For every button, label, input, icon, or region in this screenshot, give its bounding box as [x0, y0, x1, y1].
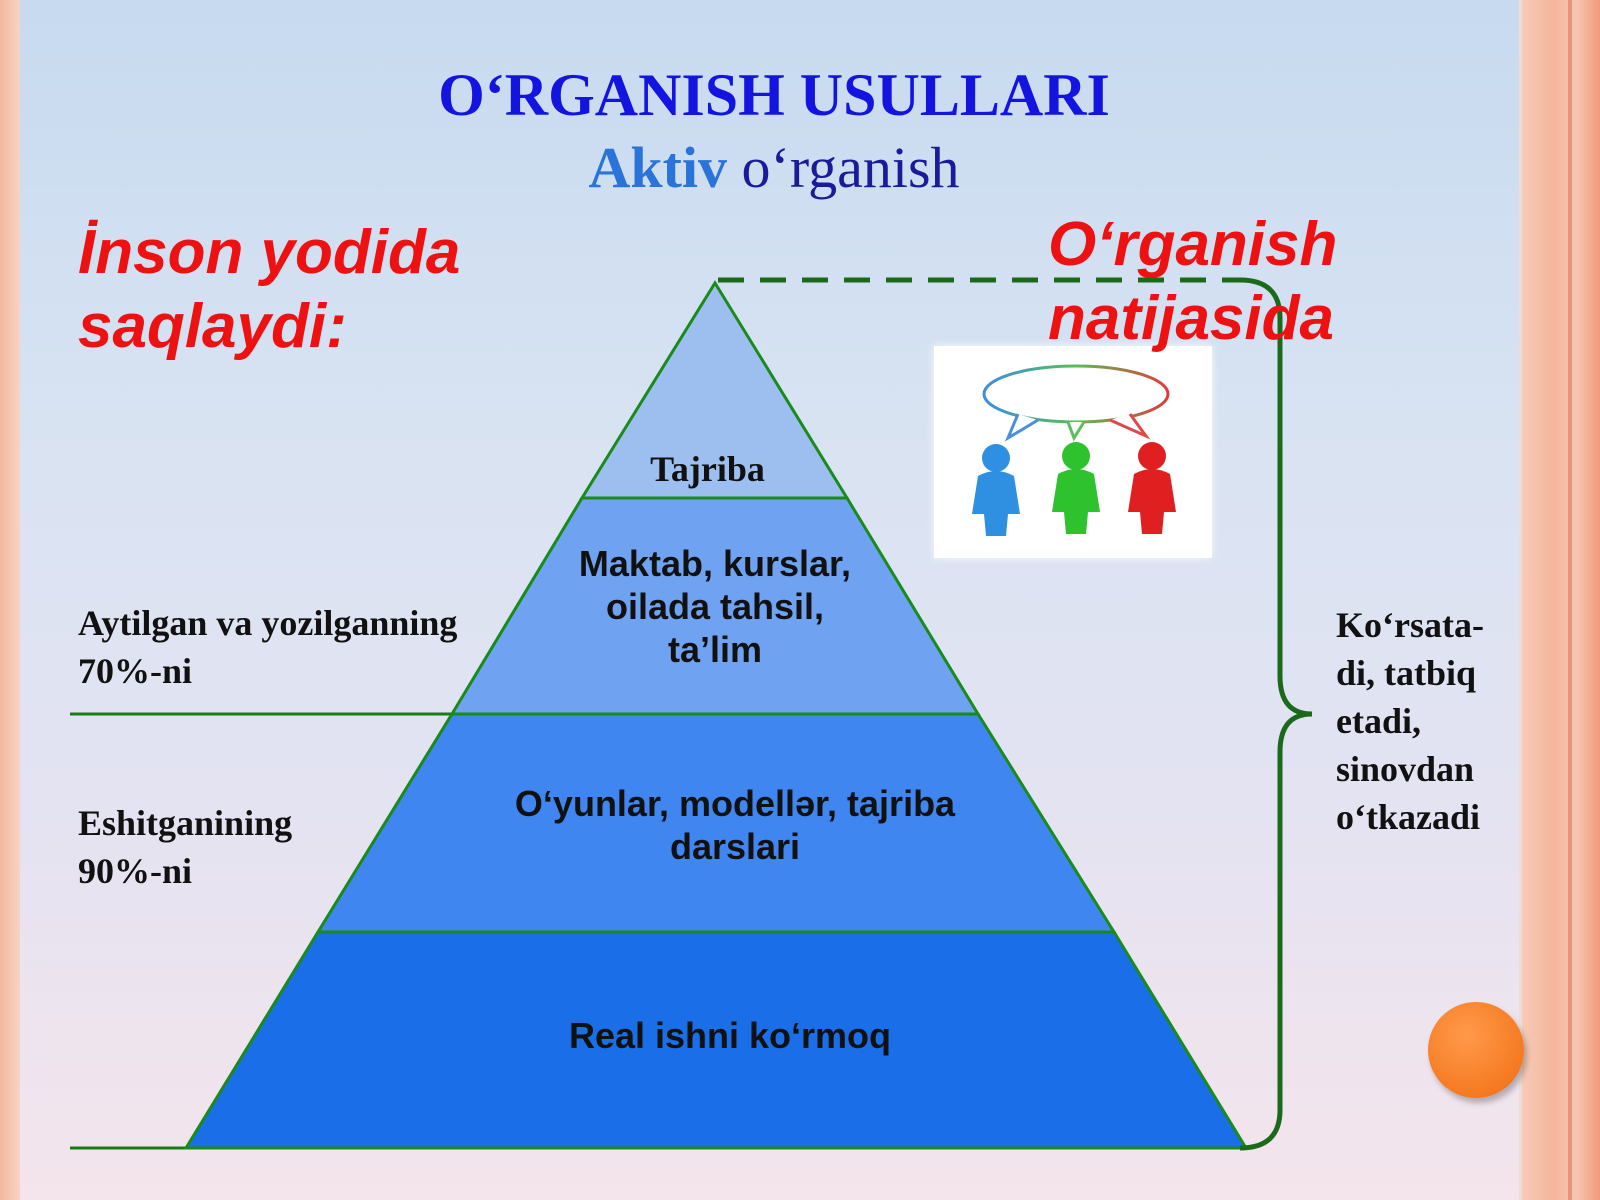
- tier-1-line-1: Tajriba: [650, 449, 765, 489]
- subtitle-accent: Aktiv: [588, 135, 728, 200]
- retention-upper-line-1: Aytilgan va yozilganning: [78, 603, 458, 643]
- tier-4-label: Real ishni ko‘rmoq: [430, 1014, 1030, 1057]
- left-heading: İnson yodida saqlaydi:: [78, 216, 460, 365]
- result-line-1: Ko‘rsata-: [1336, 605, 1484, 645]
- right-heading: O‘rganish natijasida: [1048, 208, 1337, 357]
- green-person-icon: [1052, 442, 1100, 534]
- tier-2-line-1: Maktab, kurslar,: [578, 543, 852, 584]
- slide-subtitle: Aktiv o‘rganish: [0, 136, 1548, 200]
- speech-bubble-icon: [982, 364, 1170, 424]
- red-person-icon: [1128, 442, 1176, 534]
- subtitle-rest: o‘rganish: [727, 135, 960, 200]
- retention-lower-line-2: 90%-ni: [78, 850, 193, 891]
- right-heading-line-2: natijasida: [1048, 284, 1334, 354]
- left-decorative-stripe: [0, 0, 20, 1200]
- retention-lower-label: Eshitganining 90%-ni: [78, 800, 292, 896]
- right-heading-line-1: O‘rganish: [1048, 210, 1338, 279]
- retention-upper-label: Aytilgan va yozilganning 70%-ni: [78, 600, 457, 696]
- tier-3-label: O‘yunlar, modellər, tajriba darslari: [440, 782, 1030, 868]
- speech-tail-right: [1109, 413, 1151, 440]
- right-decorative-stripe: [1519, 0, 1600, 1200]
- tier-3-line-1: O‘yunlar, modellər, tajriba: [514, 783, 956, 824]
- right-decorative-line: [1568, 0, 1572, 1200]
- result-line-2: di, tatbiq: [1336, 652, 1477, 693]
- result-line-3: etadi,: [1336, 700, 1421, 741]
- retention-upper-line-2: 70%-ni: [78, 650, 193, 691]
- three-people-talking-icon: [934, 346, 1212, 558]
- tier-3-line-2: darslari: [669, 826, 801, 868]
- tier-2-label: Maktab, kurslar, oilada tahsil, ta’lim: [520, 542, 910, 672]
- result-line-4: sinovdan: [1336, 748, 1475, 789]
- left-heading-line-2: saqlaydi:: [78, 292, 347, 362]
- speech-tail-middle: [1066, 421, 1086, 442]
- speech-tail-left: [1004, 413, 1039, 442]
- result-label: Ko‘rsata- di, tatbiq etadi, sinovdan o‘t…: [1336, 602, 1484, 841]
- retention-lower-line-1: Eshitganining: [78, 803, 293, 843]
- orange-circle-decoration: [1428, 1002, 1524, 1098]
- tier-1-label: Tajriba: [605, 448, 810, 491]
- slide-title: O‘RGANISH USULLARI: [438, 62, 1110, 128]
- result-line-5: o‘tkazadi: [1336, 796, 1480, 837]
- blue-person-icon: [972, 444, 1020, 536]
- tier-2-line-2: oilada tahsil,: [605, 586, 825, 628]
- tier-2-line-3: ta’lim: [667, 629, 763, 671]
- tier-4-line-1: Real ishni ko‘rmoq: [568, 1015, 892, 1056]
- left-heading-line-1: İnson yodida: [78, 218, 461, 287]
- right-curly-brace: [1239, 277, 1313, 1151]
- people-picture: [972, 364, 1176, 536]
